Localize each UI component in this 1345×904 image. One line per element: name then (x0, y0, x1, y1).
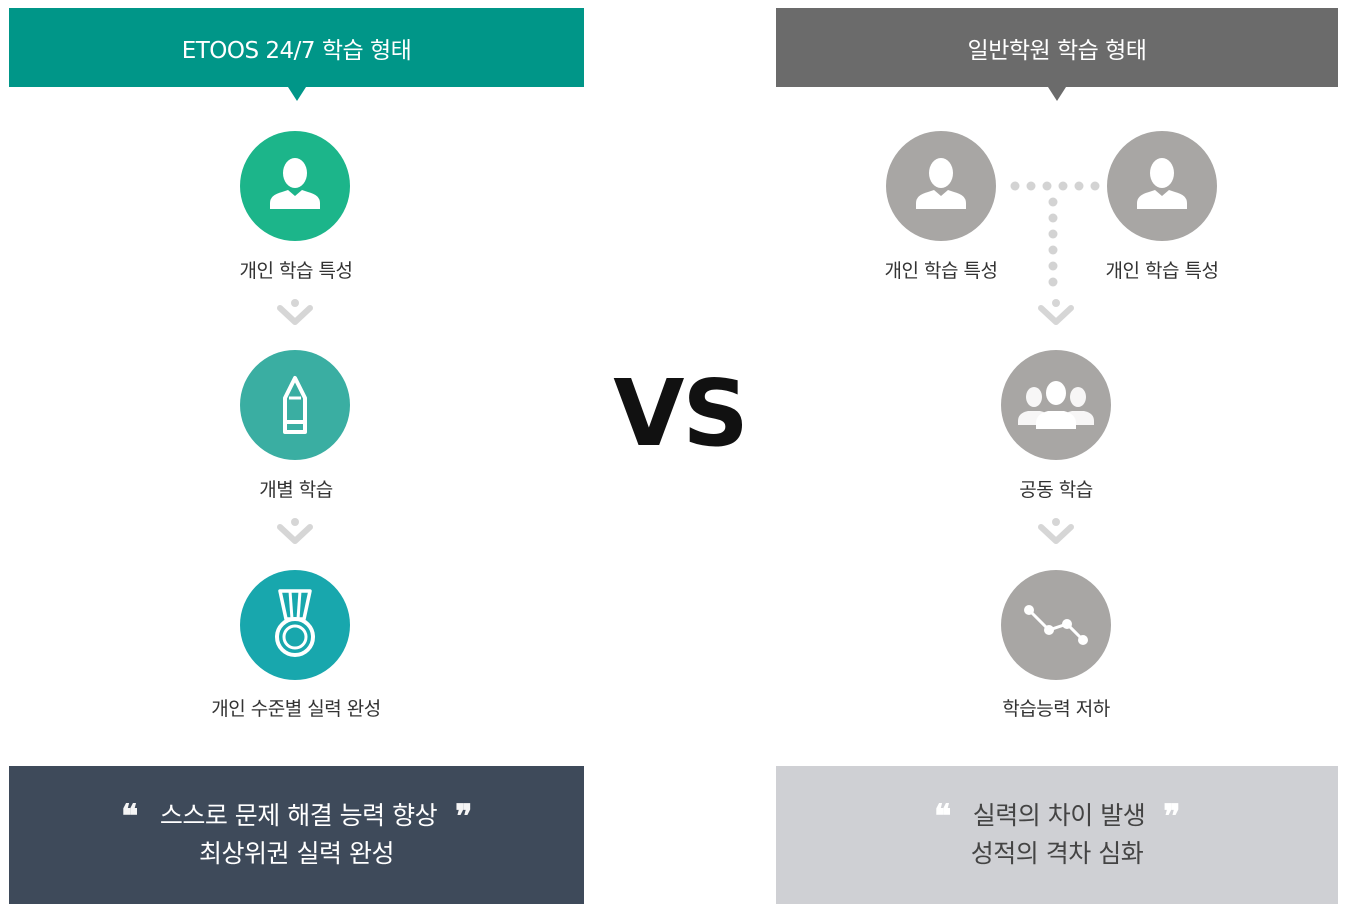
etoos-header-title: ETOOS 24/7 학습 형태 (181, 37, 412, 64)
header-pointer (1048, 87, 1066, 101)
close-quote-icon: ❞ (455, 797, 472, 835)
chevron-down-icon (1038, 299, 1074, 325)
vs-text: VS (613, 360, 748, 467)
academy-header: 일반학원 학습 형태 (776, 8, 1338, 101)
step-label: 개인 학습 특성 (1105, 260, 1219, 282)
pencil-icon (240, 350, 350, 460)
step-label: 개인 수준별 실력 완성 (211, 698, 381, 720)
chevron-down-icon (277, 299, 313, 325)
person-icon (886, 131, 996, 241)
person-icon (1107, 131, 1217, 241)
chevron-down-icon (277, 518, 313, 544)
summary-line-2: 성적의 격차 심화 (970, 839, 1144, 868)
header-pointer (287, 87, 306, 101)
line-chart-down-icon (1001, 570, 1111, 680)
summary-line-1: 스스로 문제 해결 능력 향상 (159, 801, 438, 830)
summary-line-1: 실력의 차이 발생 (972, 801, 1146, 830)
step-label: 개인 학습 특성 (239, 260, 353, 282)
open-quote-icon: ❝ (934, 797, 951, 835)
close-quote-icon: ❞ (1163, 797, 1180, 835)
step-label: 개인 학습 특성 (884, 260, 998, 282)
step-label: 공동 학습 (1019, 479, 1093, 501)
chevron-down-icon (1038, 518, 1074, 544)
group-icon (1001, 350, 1111, 460)
step-label: 개별 학습 (259, 479, 333, 501)
etoos-summary-box: ❝ 스스로 문제 해결 능력 향상 ❞ 최상위권 실력 완성 (9, 766, 584, 904)
summary-line-2: 최상위권 실력 완성 (199, 839, 394, 868)
academy-header-title: 일반학원 학습 형태 (967, 37, 1147, 64)
medal-icon (240, 570, 350, 680)
etoos-header: ETOOS 24/7 학습 형태 (9, 8, 584, 101)
dotted-connector (1010, 181, 1100, 287)
step-label: 학습능력 저하 (1002, 698, 1110, 720)
person-icon (240, 131, 350, 241)
academy-summary-box: ❝ 실력의 차이 발생 ❞ 성적의 격차 심화 (776, 766, 1338, 904)
open-quote-icon: ❝ (121, 797, 138, 835)
